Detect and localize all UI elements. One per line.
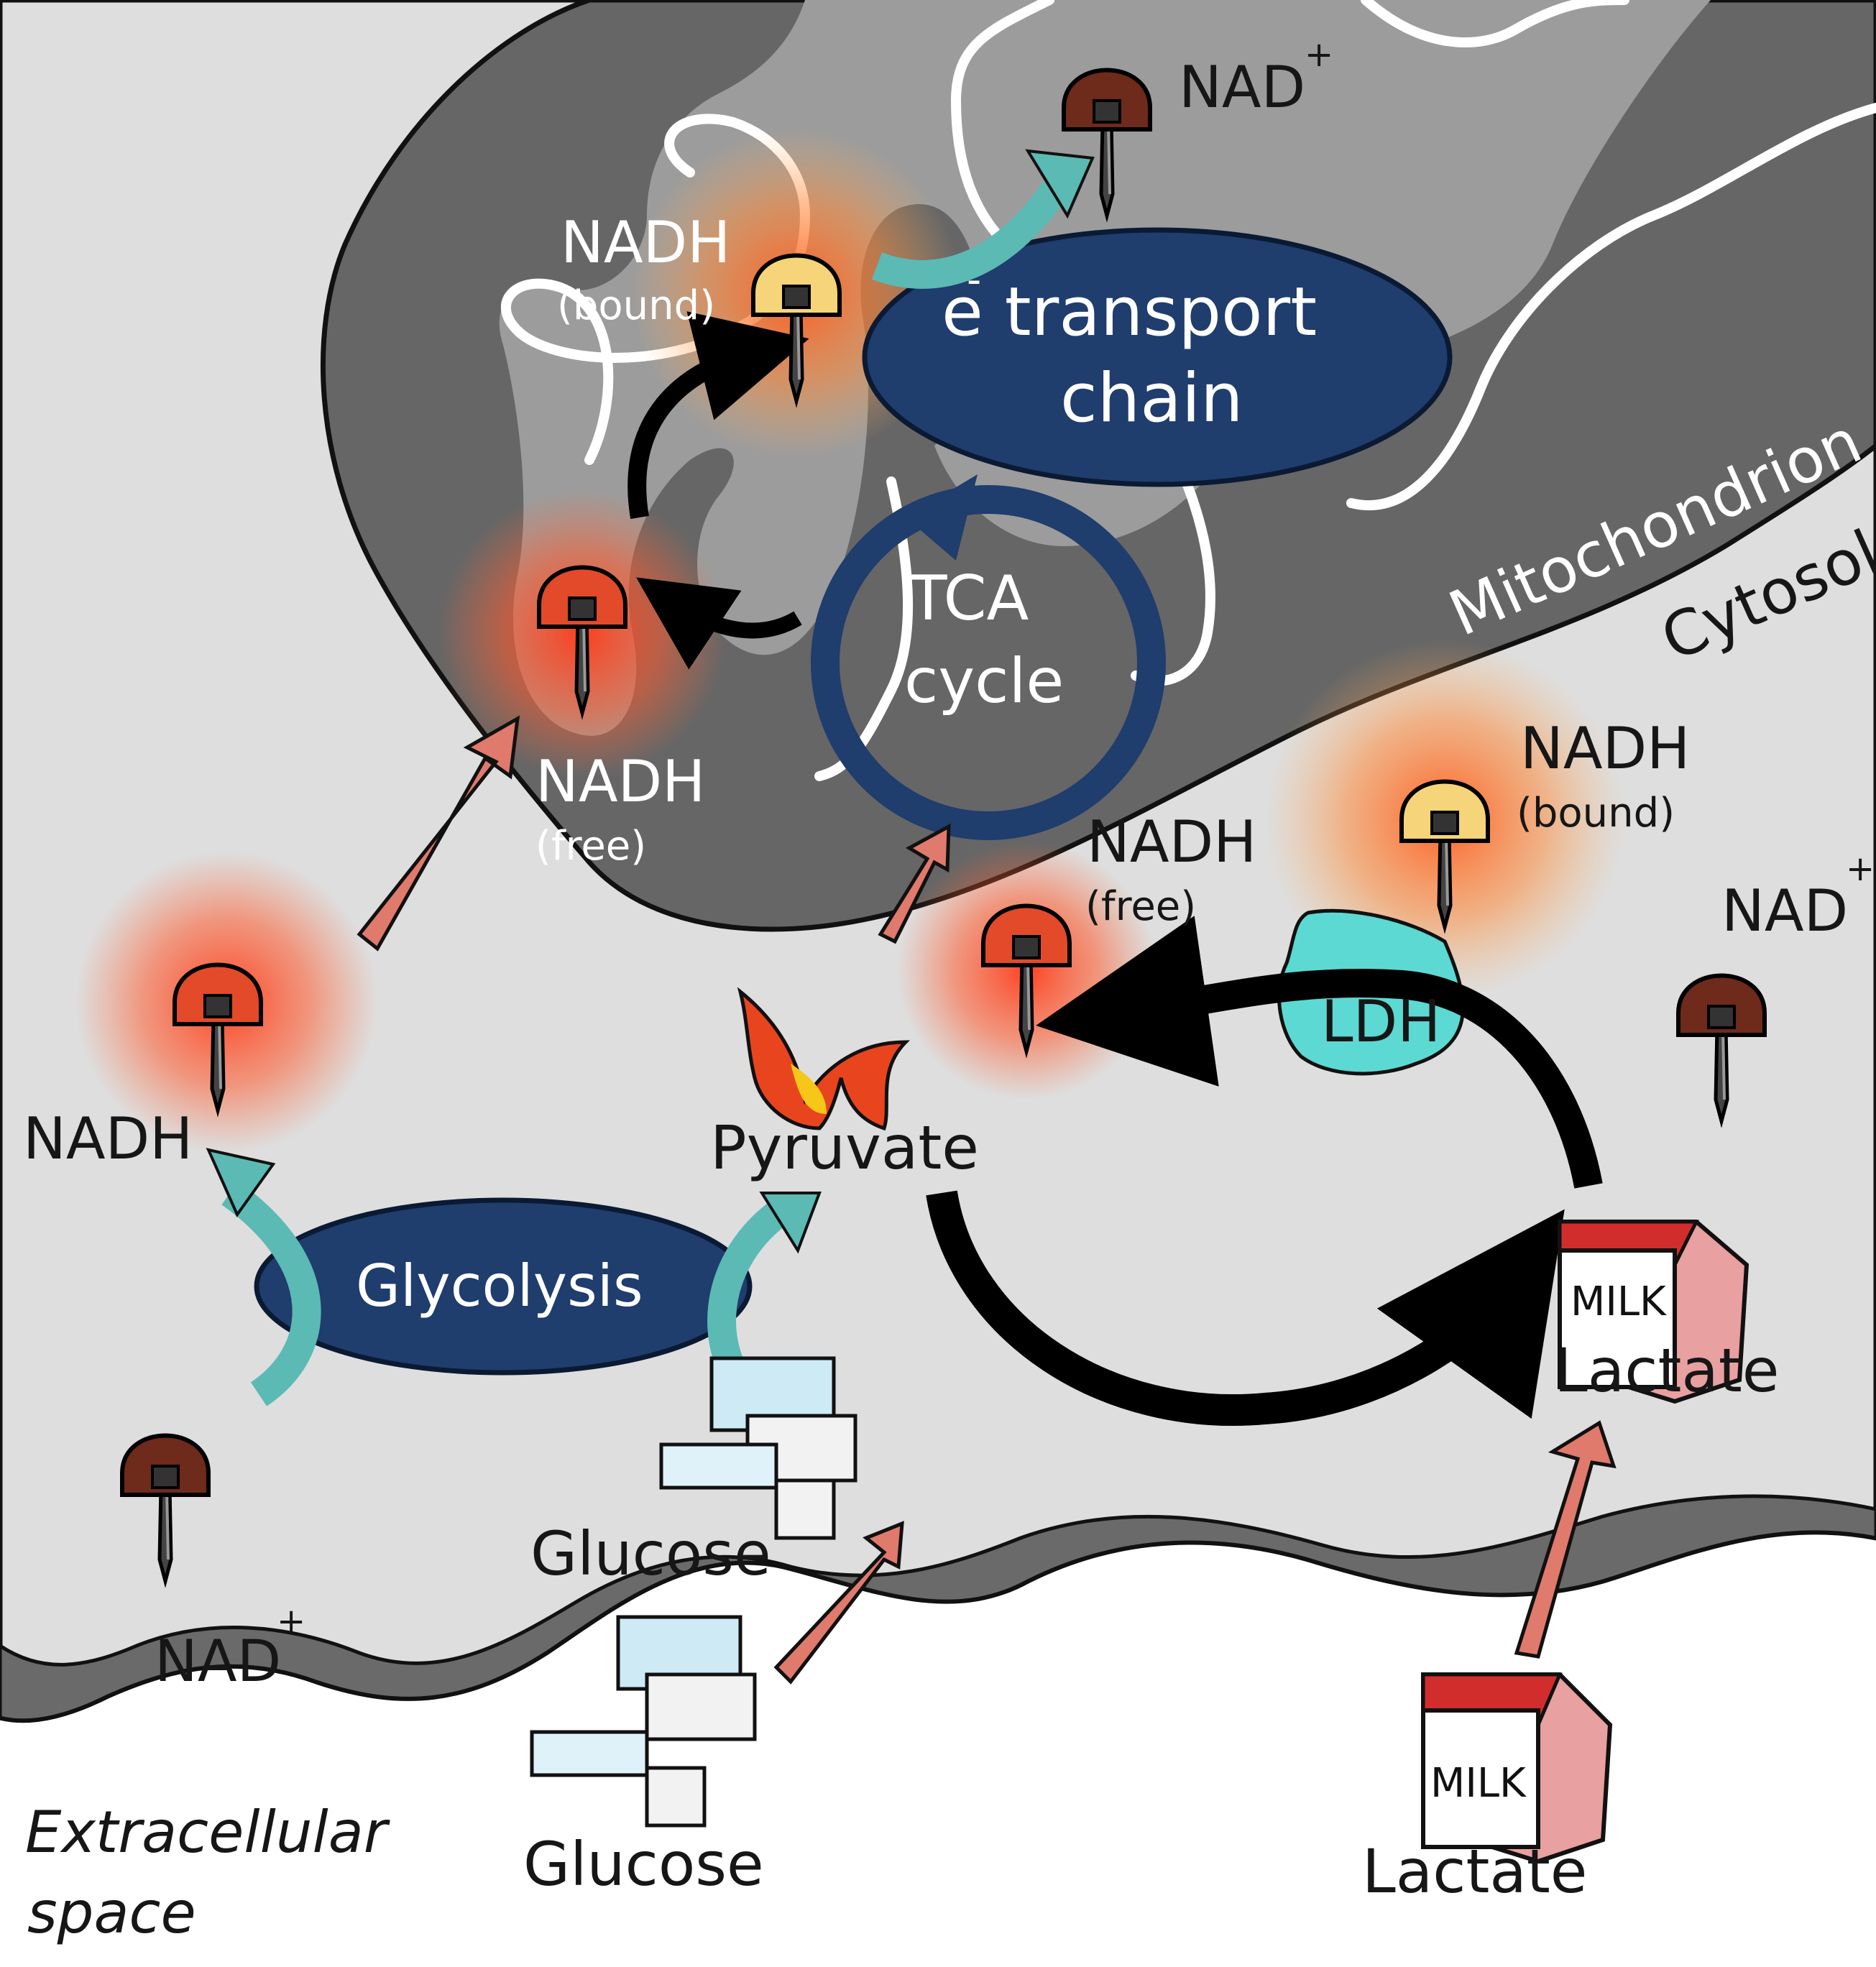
tca-cycle-ring [811,485,1166,840]
label-nad-top: NAD [1179,54,1306,121]
label-nad-bottom-left-plus: + [277,1601,306,1641]
label-bound-mito: (bound) [557,282,716,329]
label-nadh-bound-mito: NADH [561,209,731,276]
nad-plus-molecule-bottom-left [120,1433,211,1582]
label-ldh: LDH [1321,988,1441,1055]
label-etc-line1: e transport [942,273,1318,351]
glycolysis-oval [254,1197,753,1376]
etc-oval [862,227,1453,487]
label-tca-line2: cycle [904,645,1065,717]
nadh-free-molecule-cyto [981,903,1072,1052]
label-nad-right: NAD [1721,877,1849,944]
milk-carton-inner: MILK [1558,1220,1749,1404]
arrow-glycolysis-pyruvate-head [759,1192,822,1254]
label-free-mito: (free) [535,823,647,870]
label-extracellular-line1: Extracellular [25,1799,387,1866]
label-nadh-free-mito: NADH [535,748,706,815]
label-lactate-outer: Lactate [1362,1836,1588,1907]
crista-3 [1346,103,1876,511]
arrow-glycolysis-nadh [221,1181,321,1406]
arrow-pyruvate-into-mito [878,823,951,944]
label-glucose-outer: Glucose [523,1829,764,1899]
arrow-lactate-import [1514,1420,1617,1659]
arrow-glucose-import [773,1521,904,1685]
milk-label-outer: MILK [1430,1760,1527,1807]
arrow-nadh-into-mito [357,715,520,952]
label-glycolysis: Glycolysis [356,1253,643,1319]
arrow-etc-oxidation-head [1025,149,1095,219]
arrow-etc-oxidation [871,157,1084,289]
arrow-free-to-bound [627,311,809,520]
label-nadh-left: NADH [23,1105,193,1172]
label-nadh-free-cyto: NADH [1087,809,1257,875]
label-free-cyto: (free) [1085,883,1197,930]
milk-label-inner: MILK [1571,1279,1667,1325]
label-tca-line1: TCA [909,563,1029,635]
arrow-pyruvate-to-lactate [926,1190,1565,1426]
nadh-bound-molecule-mito [751,253,842,402]
label-etc-superscript: - [967,257,982,303]
label-lactate-inner: Lactate [1554,1335,1780,1406]
tca-cycle-arrowhead [906,474,978,561]
label-glucose-inner: Glucose [530,1519,771,1589]
label-bound-cyto: (bound) [1517,790,1675,837]
label-nad-top-plus: + [1305,34,1334,75]
pyruvate-flame-icon [737,987,911,1131]
crista-2 [1361,0,1629,47]
label-nad-bottom-left: NAD [155,1628,282,1695]
glucose-cubes-outer [530,1615,757,1828]
label-nadh-bound-cyto: NADH [1520,715,1691,782]
label-etc-line2: chain [1060,359,1243,438]
label-pyruvate: Pyruvate [710,1113,979,1183]
label-extracellular-line2: space [27,1879,196,1946]
arrow-ldh-lactate-to-pyruvate [1036,916,1603,1189]
nad-plus-molecule-top [1062,68,1152,216]
arrow-glycolysis-nadh-head [206,1148,276,1218]
milk-carton-outer: MILK [1421,1672,1613,1864]
arrow-tca-to-nadh [636,577,802,670]
nadh-bound-molecule-cyto [1399,779,1490,928]
glucose-cubes-inner [659,1356,857,1540]
nadh-molecule-left [173,962,263,1111]
label-nad-right-plus: + [1846,849,1875,889]
nadh-free-molecule-mito [537,565,627,714]
nad-plus-molecule-right [1676,973,1767,1122]
